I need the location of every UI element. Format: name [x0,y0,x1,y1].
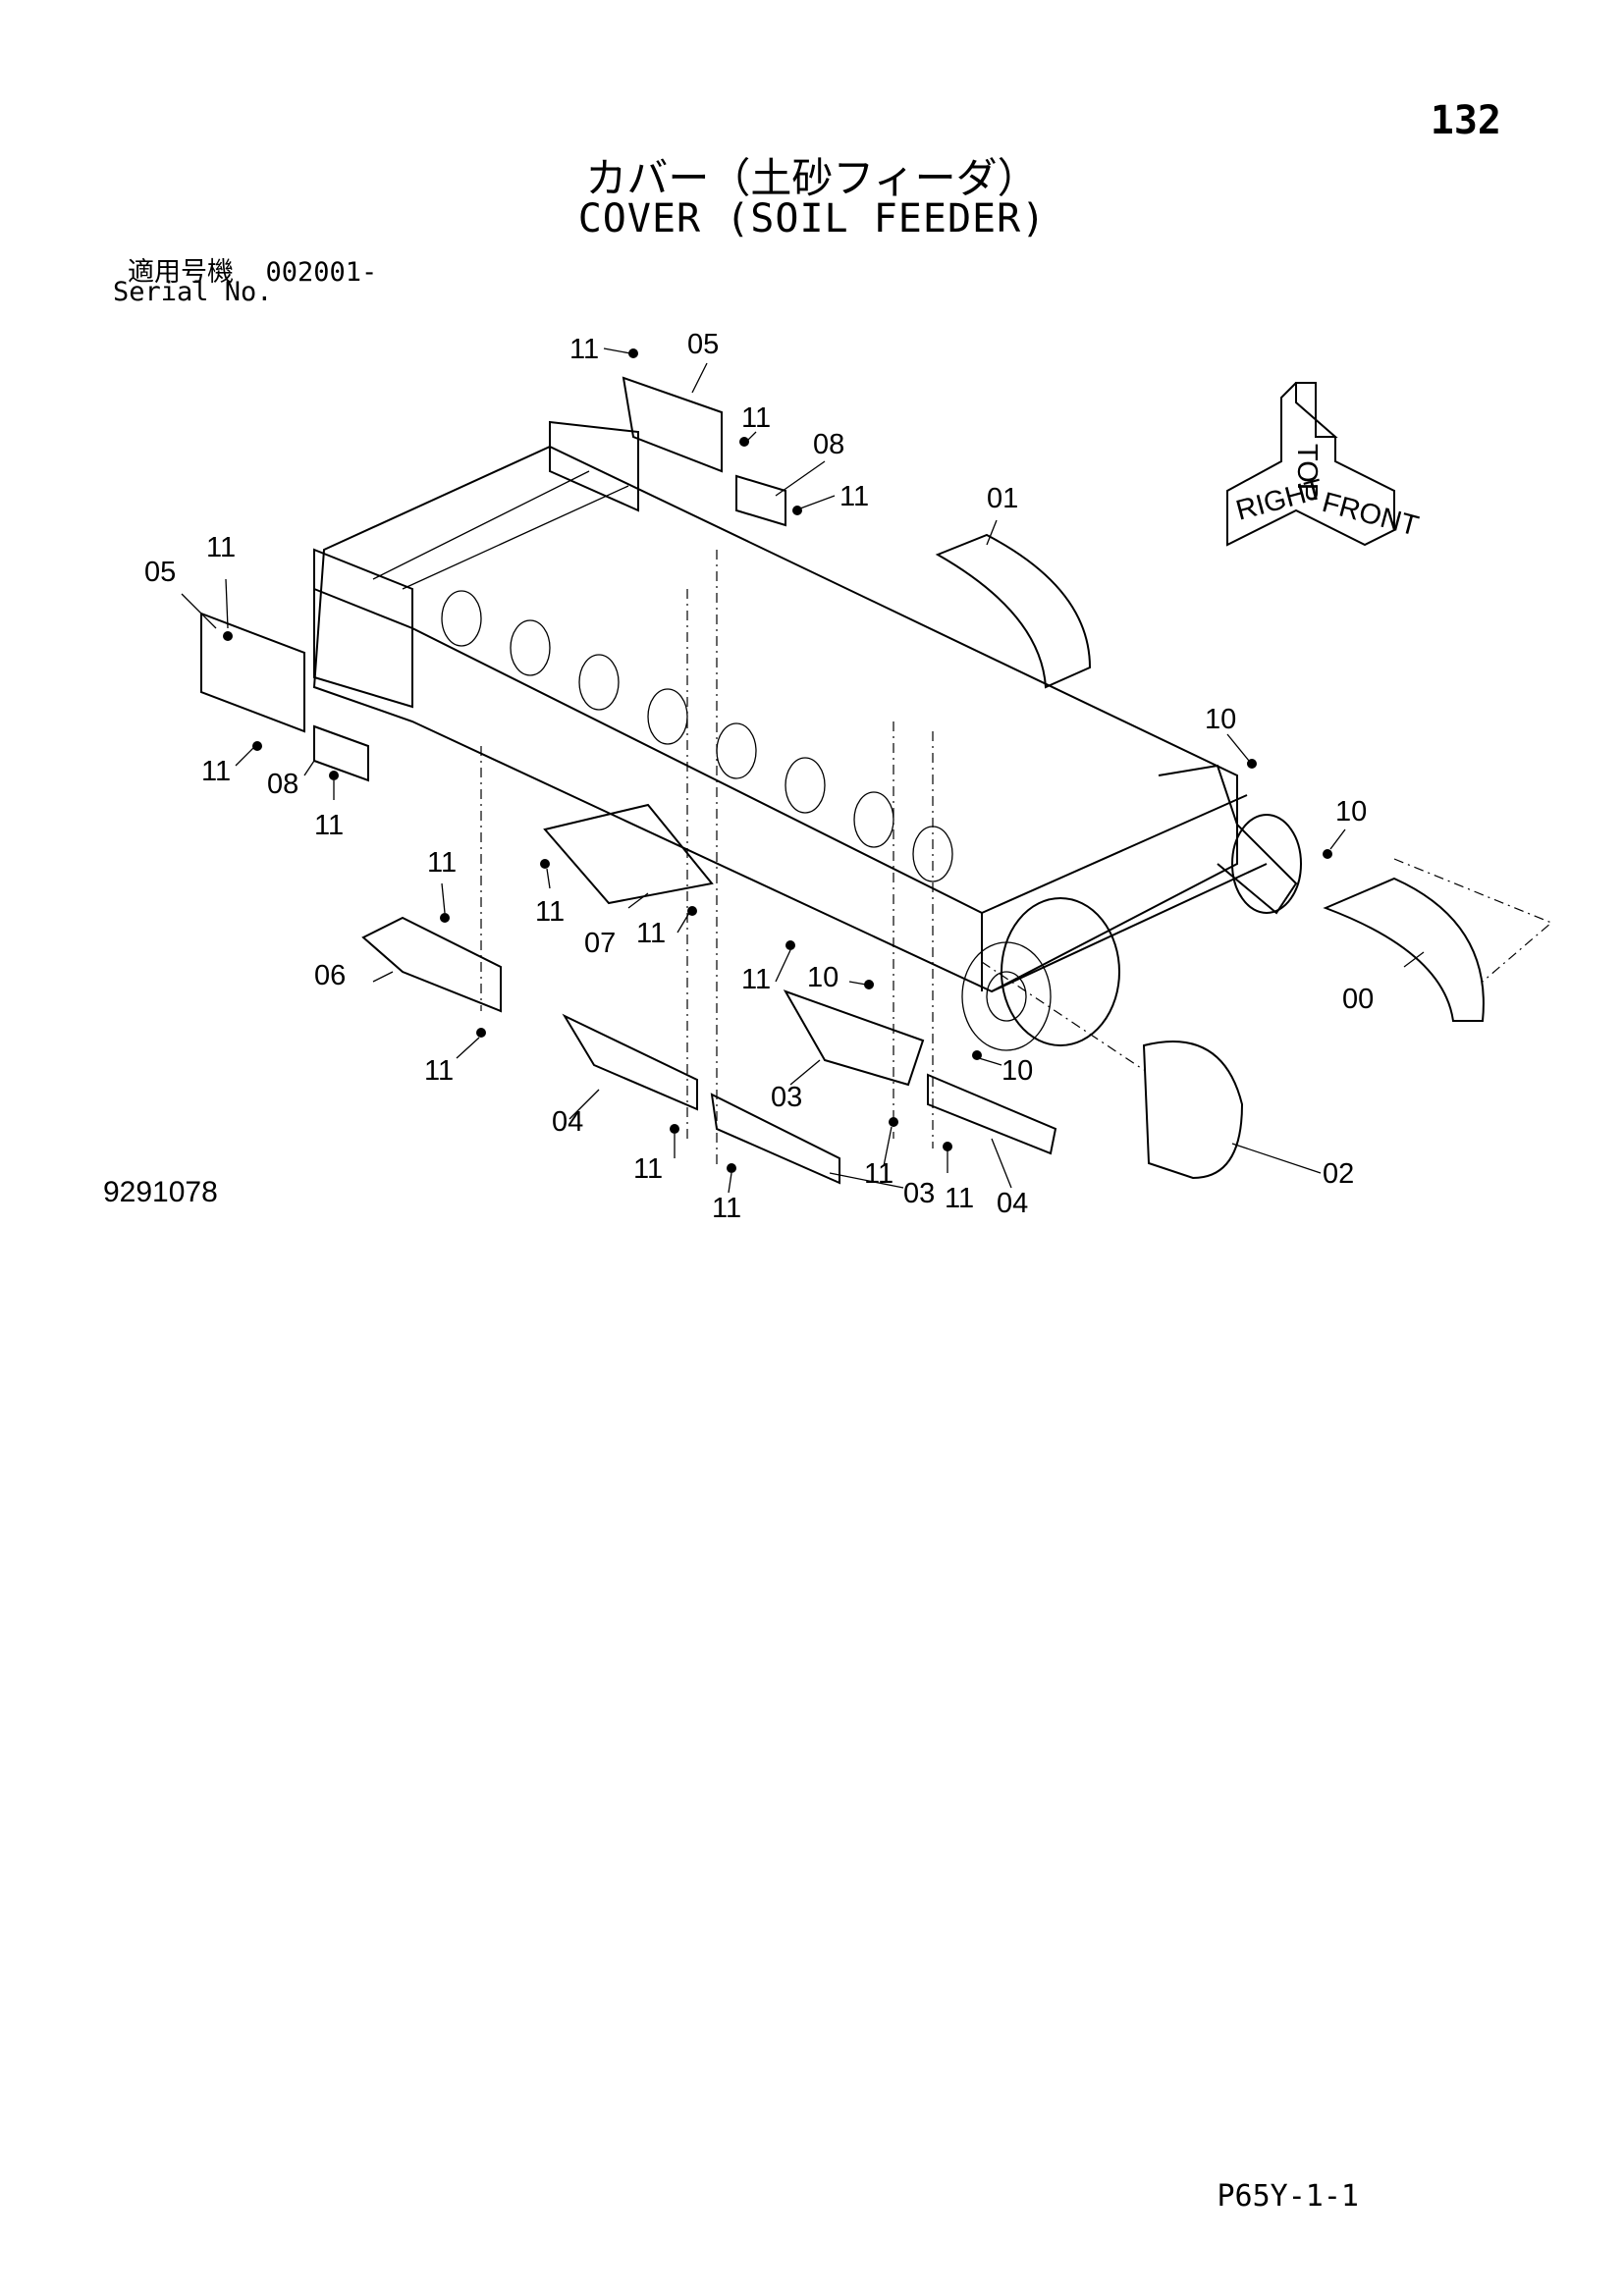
callout-11: 11 [206,532,236,563]
figure-number: 9291078 [103,1176,218,1208]
callout-11: 11 [636,918,666,949]
callout-11: 11 [633,1153,663,1185]
part-01 [935,533,1092,689]
page-code: P65Y-1-1 [1217,2179,1360,2214]
cover-parts [200,376,1485,1185]
orientation-top-label: TOP [1291,444,1323,502]
callout-03: 03 [903,1178,935,1209]
callout-11: 11 [741,402,771,434]
part-00 [1323,877,1485,1022]
page-title-en: COVER (SOIL FEEDER) [577,196,1047,241]
callout-05: 05 [687,329,719,360]
serial-line-jp: 適用号機 002001- [128,250,377,289]
callout-10: 10 [1335,796,1367,828]
callout-11: 11 [741,964,771,995]
callout-04: 04 [552,1106,583,1138]
callout-10: 10 [1205,704,1236,735]
callout-11: 11 [201,756,231,787]
callout-11: 11 [945,1183,974,1214]
callout-10: 10 [1001,1055,1033,1087]
callout-08: 08 [813,429,844,460]
part-08-left [313,724,369,782]
part-05-left [200,612,305,733]
callout-00: 00 [1342,984,1374,1015]
callout-11: 11 [839,481,869,512]
callout-11: 11 [314,810,344,841]
page-number: 132 [1430,98,1501,143]
callout-02: 02 [1323,1158,1354,1190]
part-06 [361,916,502,1013]
part-02 [1142,1041,1244,1180]
callout-11: 11 [712,1193,741,1224]
fasteners [223,348,1332,1173]
callout-07: 07 [584,928,616,959]
callout-06: 06 [314,960,346,991]
serial-label-en: Serial No. [113,277,273,307]
part-03-center [710,1093,840,1185]
part-08-top [735,474,786,527]
serial-label-jp: 適用号機 [128,257,234,288]
callout-03: 03 [771,1082,802,1113]
callout-01: 01 [987,483,1018,514]
orientation-front-label: FRONT [1319,487,1422,543]
page-title-jp: カバー（土砂フィーダ） [585,154,1039,202]
orientation-indicator: TOP RIGHT FRONT [1226,382,1422,547]
part-03-right [783,989,925,1087]
callout-11: 11 [427,847,457,879]
assembly-lines [480,550,1553,1168]
callout-11: 11 [864,1158,893,1190]
callout-08: 08 [267,769,298,800]
callout-11: 11 [424,1055,454,1087]
callout-05: 05 [144,557,176,588]
part-04-left [562,1013,698,1111]
callout-11: 11 [535,896,565,928]
callout-11: 11 [569,334,599,365]
callout-10: 10 [807,962,839,993]
part-04-right [927,1073,1057,1155]
callout-04: 04 [997,1188,1028,1219]
part-05-top [622,376,723,473]
callout-labels: 11 05 11 08 11 01 11 05 11 08 11 10 10 0… [144,329,1374,1224]
part-07 [543,803,714,905]
conveyor-frame [312,420,1302,1051]
leader-lines [181,347,1425,1194]
serial-value: 002001- [265,257,378,288]
